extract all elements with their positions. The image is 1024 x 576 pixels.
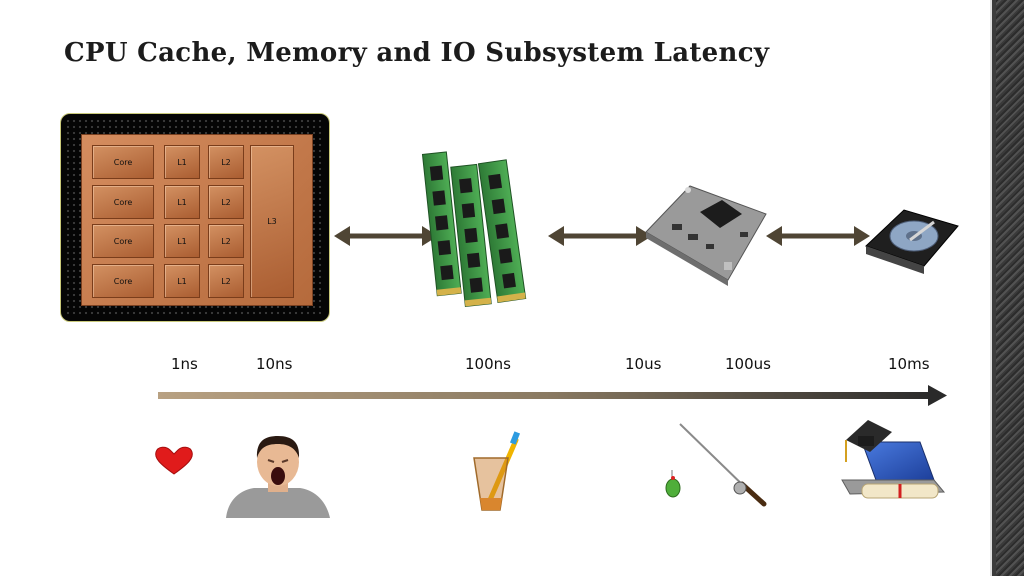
hard-drive-icon <box>865 209 959 274</box>
l2-cache-block: L2 <box>208 145 244 179</box>
l1-cache-block: L1 <box>164 264 200 298</box>
fishing-rod-icon <box>665 423 767 507</box>
cpu-die: Core L1 L2 Core L1 L2 Core L1 L2 Core L1… <box>81 134 313 306</box>
decorative-sidebar <box>990 0 1024 576</box>
ram-modules-icon <box>421 151 527 307</box>
graduation-laptop-icon <box>841 420 946 499</box>
l2-cache-block: L2 <box>208 224 244 258</box>
ssd-board-icon <box>645 185 767 286</box>
double-arrow-icon <box>766 226 870 246</box>
slide-title: CPU Cache, Memory and IO Subsystem Laten… <box>64 38 770 68</box>
l3-cache-block: L3 <box>250 145 294 298</box>
l1-cache-block: L1 <box>164 224 200 258</box>
toothbrush-glass-icon <box>473 431 521 511</box>
sidebar-divider <box>990 0 992 576</box>
l2-cache-block: L2 <box>208 185 244 219</box>
l1-cache-block: L1 <box>164 185 200 219</box>
core-block: Core <box>92 185 154 219</box>
l2-cache-block: L2 <box>208 264 244 298</box>
core-block: Core <box>92 224 154 258</box>
core-block: Core <box>92 145 154 179</box>
double-arrow-icon <box>334 226 438 246</box>
timeline-label-10ms: 10ms <box>888 355 930 373</box>
timeline-label-10us: 10us <box>625 355 662 373</box>
cpu-chip: Core L1 L2 Core L1 L2 Core L1 L2 Core L1… <box>60 113 330 322</box>
timeline-label-10ns: 10ns <box>256 355 293 373</box>
timeline-label-100us: 100us <box>725 355 771 373</box>
yawning-man-icon <box>226 436 330 518</box>
l1-cache-block: L1 <box>164 145 200 179</box>
timeline-label-1ns: 1ns <box>171 355 198 373</box>
double-arrow-icon <box>548 226 652 246</box>
core-block: Core <box>92 264 154 298</box>
timeline-arrow <box>158 385 947 406</box>
sidebar-texture <box>996 0 1024 576</box>
heart-icon <box>155 446 193 475</box>
timeline-label-100ns: 100ns <box>465 355 511 373</box>
